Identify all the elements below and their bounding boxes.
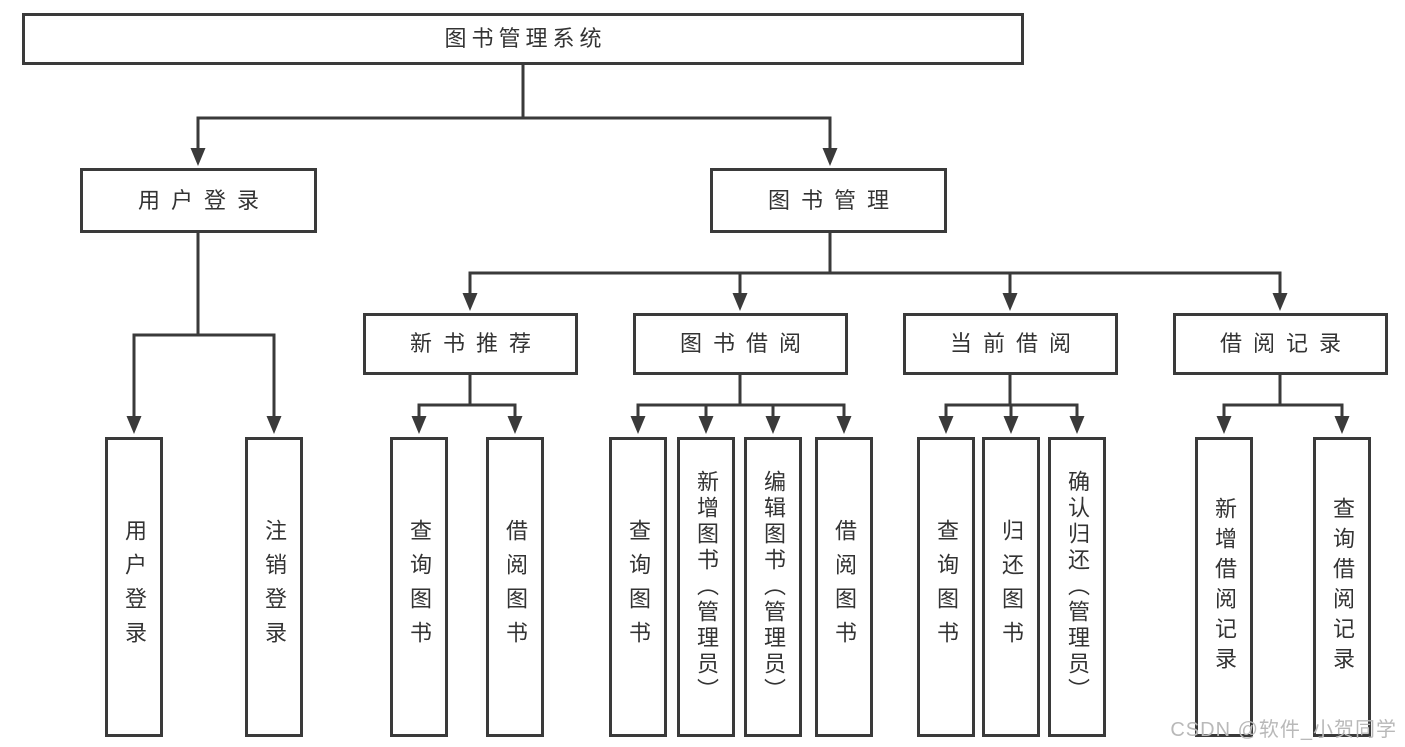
leaf-edit-books-admin: 编辑图书（管理员） xyxy=(744,437,802,737)
leaf-query-books-1: 查询图书 xyxy=(390,437,448,737)
node-root-label: 图书管理系统 xyxy=(444,26,607,51)
leaf-borrow-books-2: 借阅图书 xyxy=(815,437,873,737)
leaf-user-login-label: 用户登录 xyxy=(122,519,147,655)
leaf-add-borrow-record: 新增借阅记录 xyxy=(1195,437,1253,737)
node-user-login: 用户登录 xyxy=(80,168,317,233)
leaf-add-books-admin-label: 新增图书（管理员） xyxy=(694,470,719,704)
leaf-query-borrow-record: 查询借阅记录 xyxy=(1313,437,1371,737)
node-root: 图书管理系统 xyxy=(22,13,1024,65)
node-current-borrowing-label: 当前借阅 xyxy=(949,331,1082,356)
node-borrow-records-label: 借阅记录 xyxy=(1219,331,1352,356)
leaf-logout: 注销登录 xyxy=(245,437,303,737)
leaf-return-books-label: 归还图书 xyxy=(999,519,1024,655)
leaf-confirm-return-admin: 确认归还（管理员） xyxy=(1048,437,1106,737)
leaf-add-borrow-record-label: 新增借阅记录 xyxy=(1212,497,1237,677)
node-borrow-records: 借阅记录 xyxy=(1173,313,1388,375)
node-current-borrowing: 当前借阅 xyxy=(903,313,1118,375)
node-book-borrowing: 图书借阅 xyxy=(633,313,848,375)
node-user-login-label: 用户登录 xyxy=(137,187,270,213)
leaf-add-books-admin: 新增图书（管理员） xyxy=(677,437,735,737)
leaf-query-books-1-label: 查询图书 xyxy=(407,519,432,655)
leaf-confirm-return-admin-label: 确认归还（管理员） xyxy=(1065,470,1090,704)
leaf-query-books-2: 查询图书 xyxy=(609,437,667,737)
watermark: CSDN @软件_小贺同学 xyxy=(1170,719,1397,741)
leaf-return-books: 归还图书 xyxy=(982,437,1040,737)
leaf-borrow-books-2-label: 借阅图书 xyxy=(832,519,857,655)
leaf-logout-label: 注销登录 xyxy=(262,519,287,655)
leaf-query-books-2-label: 查询图书 xyxy=(626,519,651,655)
leaf-query-books-3: 查询图书 xyxy=(917,437,975,737)
node-book-borrowing-label: 图书借阅 xyxy=(679,331,812,356)
leaf-borrow-books-1-label: 借阅图书 xyxy=(503,519,528,655)
node-new-book-recommend: 新书推荐 xyxy=(363,313,578,375)
node-new-book-recommend-label: 新书推荐 xyxy=(409,331,542,356)
leaf-borrow-books-1: 借阅图书 xyxy=(486,437,544,737)
node-book-management-label: 图书管理 xyxy=(767,187,900,213)
leaf-edit-books-admin-label: 编辑图书（管理员） xyxy=(761,470,786,704)
leaf-user-login: 用户登录 xyxy=(105,437,163,737)
leaf-query-borrow-record-label: 查询借阅记录 xyxy=(1330,497,1355,677)
node-book-management: 图书管理 xyxy=(710,168,947,233)
leaf-query-books-3-label: 查询图书 xyxy=(934,519,959,655)
